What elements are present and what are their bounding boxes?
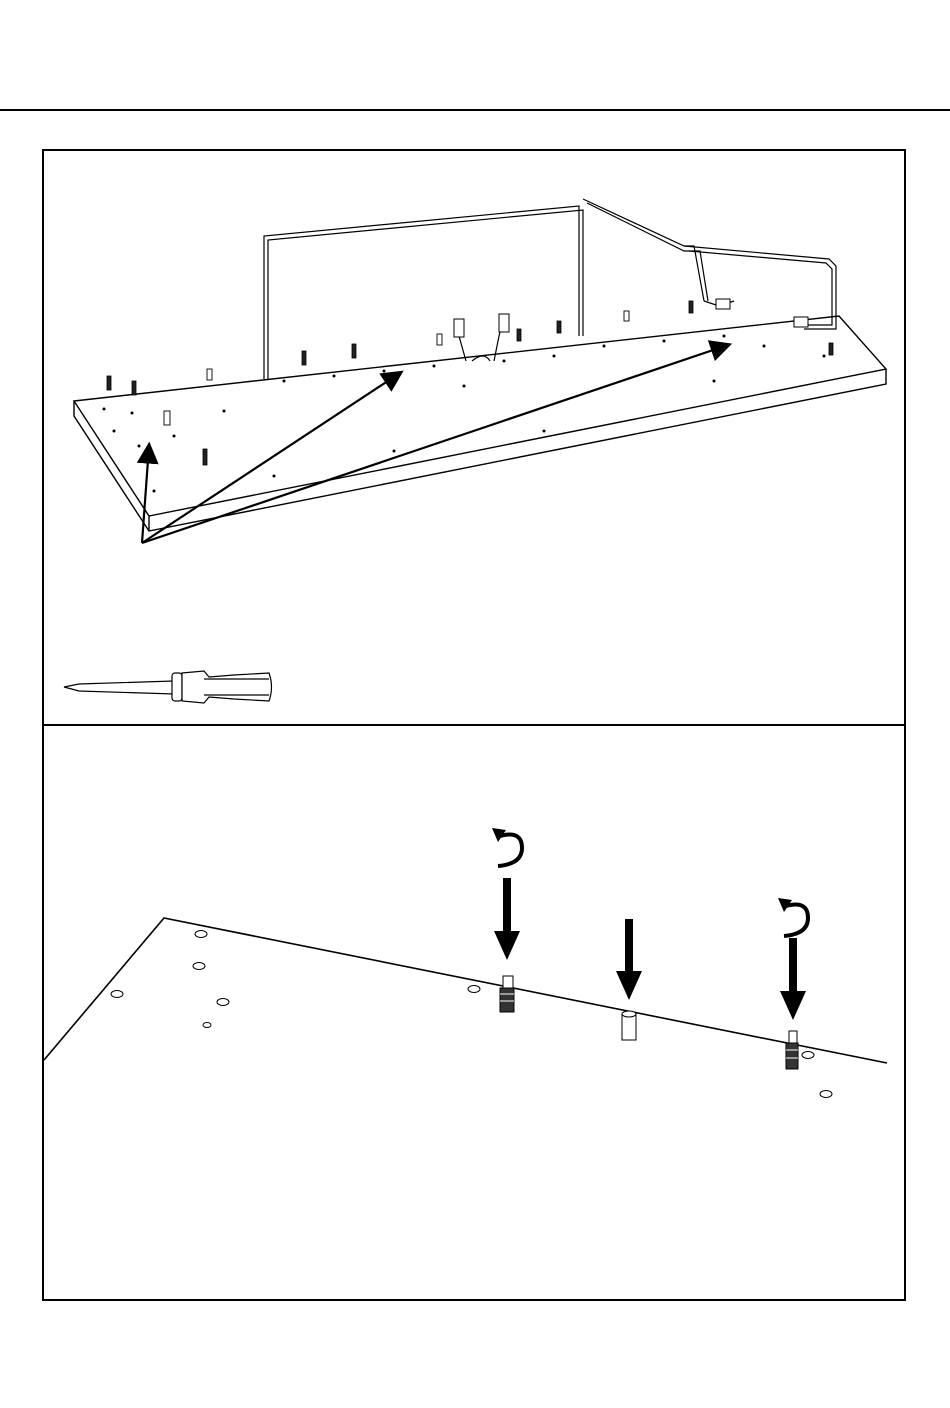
panel-holes (111, 931, 832, 1098)
cam-bolt-icon (500, 976, 514, 1012)
close-up-illustration (44, 726, 904, 1299)
table-top-illustration (44, 151, 904, 724)
cam-bolt-icon (786, 1031, 798, 1069)
header-rule (0, 109, 950, 111)
dowel-icon (622, 1011, 636, 1040)
insert-arrows (494, 878, 806, 1020)
panel-edge (44, 918, 887, 1063)
board (74, 316, 886, 531)
rotate-icon (498, 835, 808, 937)
screwdriver-icon (64, 671, 272, 703)
step-panel-top (42, 149, 906, 726)
step-panel-bottom (42, 724, 906, 1301)
rotate-arrowheads (492, 828, 792, 912)
